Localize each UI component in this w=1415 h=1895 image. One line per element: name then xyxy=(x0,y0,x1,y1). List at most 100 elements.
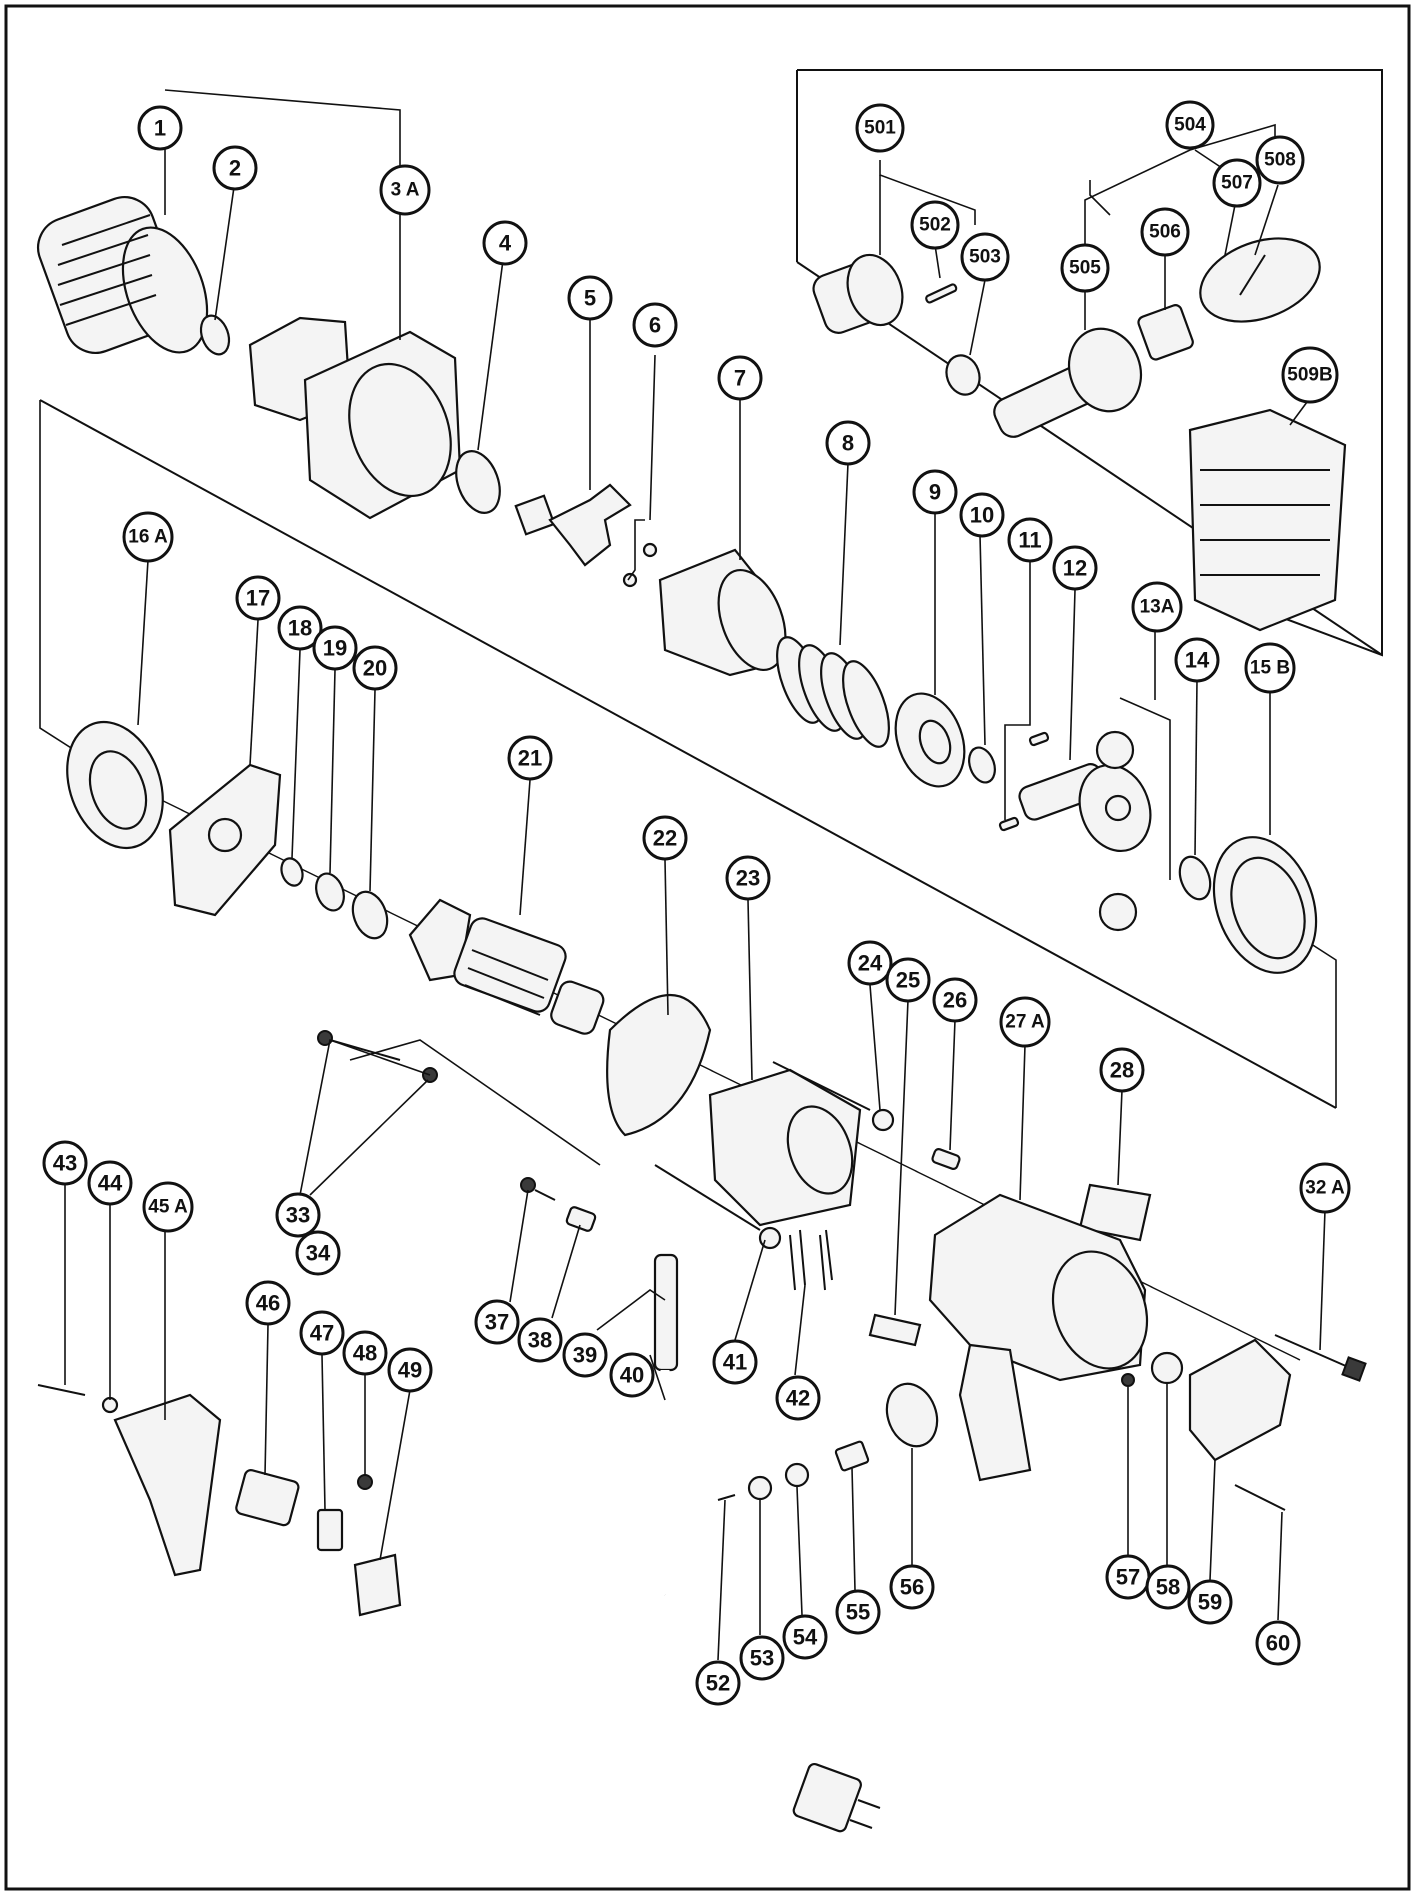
callout-49: 49 xyxy=(387,1347,433,1393)
callout-504: 504 xyxy=(1165,100,1215,150)
part-506-clamp-block xyxy=(1137,304,1194,361)
svg-text:33: 33 xyxy=(286,1203,310,1228)
part-6-steel-ball-2 xyxy=(622,572,638,588)
part-39-cord-armor xyxy=(653,1253,679,1372)
svg-text:26: 26 xyxy=(943,988,967,1013)
svg-text:9: 9 xyxy=(929,480,941,505)
callout-59: 59 xyxy=(1187,1579,1233,1625)
svg-text:16 A: 16 A xyxy=(128,527,168,548)
assembly-axis-lower xyxy=(349,1039,601,1166)
part-505-side-handle xyxy=(993,327,1142,438)
callout-55: 55 xyxy=(835,1589,881,1635)
part-509b-case xyxy=(1188,408,1347,632)
svg-text:25: 25 xyxy=(896,968,920,993)
part-501-socket xyxy=(812,253,904,334)
part-13a-idle-gear-2 xyxy=(1098,892,1138,932)
callout-24: 24 xyxy=(847,940,893,986)
svg-text:18: 18 xyxy=(288,616,312,641)
part-21-armature xyxy=(408,898,605,1035)
callout-508: 508 xyxy=(1255,135,1305,185)
callout-5: 5 xyxy=(567,275,613,321)
callout-18: 18 xyxy=(277,605,323,651)
svg-text:41: 41 xyxy=(723,1350,747,1375)
callout-7: 7 xyxy=(717,355,763,401)
part-508-bolt xyxy=(1239,254,1266,296)
part-18-washer xyxy=(280,857,304,887)
part-59-rear-cover xyxy=(1188,1338,1292,1462)
part-47-pillar-terminal xyxy=(316,1508,344,1552)
part-45a-handle-cover xyxy=(113,1393,222,1577)
svg-text:506: 506 xyxy=(1149,222,1181,243)
svg-text:53: 53 xyxy=(750,1646,774,1671)
callout-27a: 27 A xyxy=(999,996,1051,1048)
part-57-nut xyxy=(1121,1373,1135,1387)
callout-505: 505 xyxy=(1060,243,1110,293)
part-43-screw xyxy=(37,1384,86,1396)
part-44-washer xyxy=(101,1396,119,1414)
part-48-screw xyxy=(357,1474,373,1490)
part-7-hammer xyxy=(658,548,787,677)
callout-17: 17 xyxy=(235,575,281,621)
callout-33: 33 xyxy=(275,1192,321,1238)
part-46-switch xyxy=(235,1469,300,1527)
svg-text:504: 504 xyxy=(1174,115,1206,136)
part-15b-inner-cover xyxy=(1212,836,1318,974)
callout-40: 40 xyxy=(609,1352,655,1398)
svg-text:44: 44 xyxy=(98,1171,123,1196)
part-12-spindle xyxy=(1018,763,1152,853)
part-24-terminal xyxy=(772,1061,895,1132)
part-40-cord-lower-inner xyxy=(660,1594,811,1805)
callout-38: 38 xyxy=(517,1317,563,1363)
svg-text:508: 508 xyxy=(1264,150,1296,171)
part-56-brush-holder xyxy=(885,1382,939,1448)
part-9-bearing xyxy=(894,692,966,788)
part-26-pin xyxy=(931,1148,961,1170)
svg-text:37: 37 xyxy=(485,1310,509,1335)
part-25-label-plate xyxy=(868,1313,922,1347)
part-55-brush xyxy=(834,1440,870,1472)
part-42-lead-wires xyxy=(799,1229,833,1286)
callout-58: 58 xyxy=(1145,1564,1191,1610)
svg-text:47: 47 xyxy=(310,1321,334,1346)
part-503-o-ring xyxy=(945,354,981,396)
svg-text:40: 40 xyxy=(620,1363,644,1388)
svg-text:11: 11 xyxy=(1018,528,1041,553)
svg-text:2: 2 xyxy=(229,156,241,181)
leader-lines xyxy=(64,89,1326,1661)
svg-text:34: 34 xyxy=(306,1241,331,1266)
svg-text:14: 14 xyxy=(1185,648,1210,673)
part-58-ball-bearing xyxy=(1150,1351,1184,1385)
part-40-plug xyxy=(792,1762,881,1833)
callout-56: 56 xyxy=(889,1564,935,1610)
callout-54: 54 xyxy=(782,1614,828,1660)
svg-text:502: 502 xyxy=(919,215,951,236)
svg-text:22: 22 xyxy=(653,826,677,851)
callout-501: 501 xyxy=(855,103,905,153)
part-23-stator xyxy=(708,1068,862,1291)
callout-13a: 13A xyxy=(1131,581,1183,633)
part-52-screw xyxy=(717,1494,736,1501)
svg-text:48: 48 xyxy=(353,1341,377,1366)
part-6-steel-ball xyxy=(642,542,658,558)
svg-text:5: 5 xyxy=(584,286,596,311)
svg-text:56: 56 xyxy=(900,1575,924,1600)
callout-19: 19 xyxy=(312,625,358,671)
svg-text:507: 507 xyxy=(1221,173,1253,194)
callout-28: 28 xyxy=(1099,1047,1145,1093)
part-14-o-ring xyxy=(1178,855,1212,901)
part-53-washer xyxy=(747,1475,773,1501)
svg-text:23: 23 xyxy=(736,866,760,891)
callout-42: 42 xyxy=(775,1375,821,1421)
part-11-bracket xyxy=(1004,710,1031,820)
svg-text:49: 49 xyxy=(398,1358,422,1383)
callout-23: 23 xyxy=(725,855,771,901)
callout-8: 8 xyxy=(825,420,871,466)
callout-25: 25 xyxy=(885,957,931,1003)
svg-text:7: 7 xyxy=(734,366,746,391)
part-17-inner-cover xyxy=(168,763,282,917)
part-33-screw xyxy=(317,1030,401,1061)
callout-45a: 45 A xyxy=(142,1181,194,1233)
svg-text:503: 503 xyxy=(969,247,1001,268)
callout-6: 6 xyxy=(632,302,678,348)
